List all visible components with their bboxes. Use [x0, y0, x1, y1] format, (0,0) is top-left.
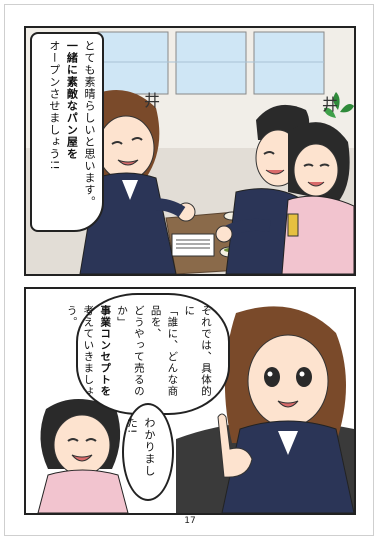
- consultant-woman-figure: [217, 306, 354, 513]
- woman-left-figure: [79, 90, 196, 274]
- sfx-right-glyph: 井: [322, 95, 338, 114]
- bubble-main-line-1: それでは、具体的に: [183, 305, 212, 397]
- comic-panel-bottom: それでは、具体的に 「誰に、どんな商品を、 どうやって売るのか」 事業コンセプト…: [24, 287, 356, 515]
- bubble-main-line-2: 「誰に、どんな商品を、: [149, 305, 179, 397]
- woman-right-figure: [281, 122, 354, 274]
- sfx-left-glyph: 井: [144, 91, 160, 110]
- bubble-top-line-3: オープンさせましょう!!: [47, 40, 61, 171]
- bubble-top-line-1: とても素晴らしいと思います。: [83, 40, 96, 208]
- speech-bubble-reply: わかりました!: [122, 403, 174, 501]
- bubble-main-line-3: どうやって売るのか」: [116, 305, 145, 397]
- plant: [324, 92, 354, 118]
- bubble-top-line-2: 一緒に素敵なパン屋を: [65, 40, 79, 160]
- bubble-reply-line-1: わかりました!: [125, 417, 156, 477]
- bubble-main-line-5: 考えていきましょう。: [65, 305, 95, 397]
- panel-top-illustration: 井 井: [26, 28, 354, 274]
- bubble-main-line-4: 事業コンセプトを: [99, 305, 112, 397]
- page-number: 17: [184, 516, 196, 526]
- comic-panel-top: 井 井 とても素晴らしいと思います。 一緒に素敵なパン屋を オープンさせましょう…: [24, 26, 356, 276]
- page-frame: [4, 4, 374, 536]
- window-frames: [97, 31, 325, 95]
- speech-bubble-main: それでは、具体的に 「誰に、どんな商品を、 どうやって売るのか」 事業コンセプト…: [66, 293, 230, 415]
- speech-bubble-top: とても素晴らしいと思います。 一緒に素敵なパン屋を オープンさせましょう!!: [30, 32, 104, 232]
